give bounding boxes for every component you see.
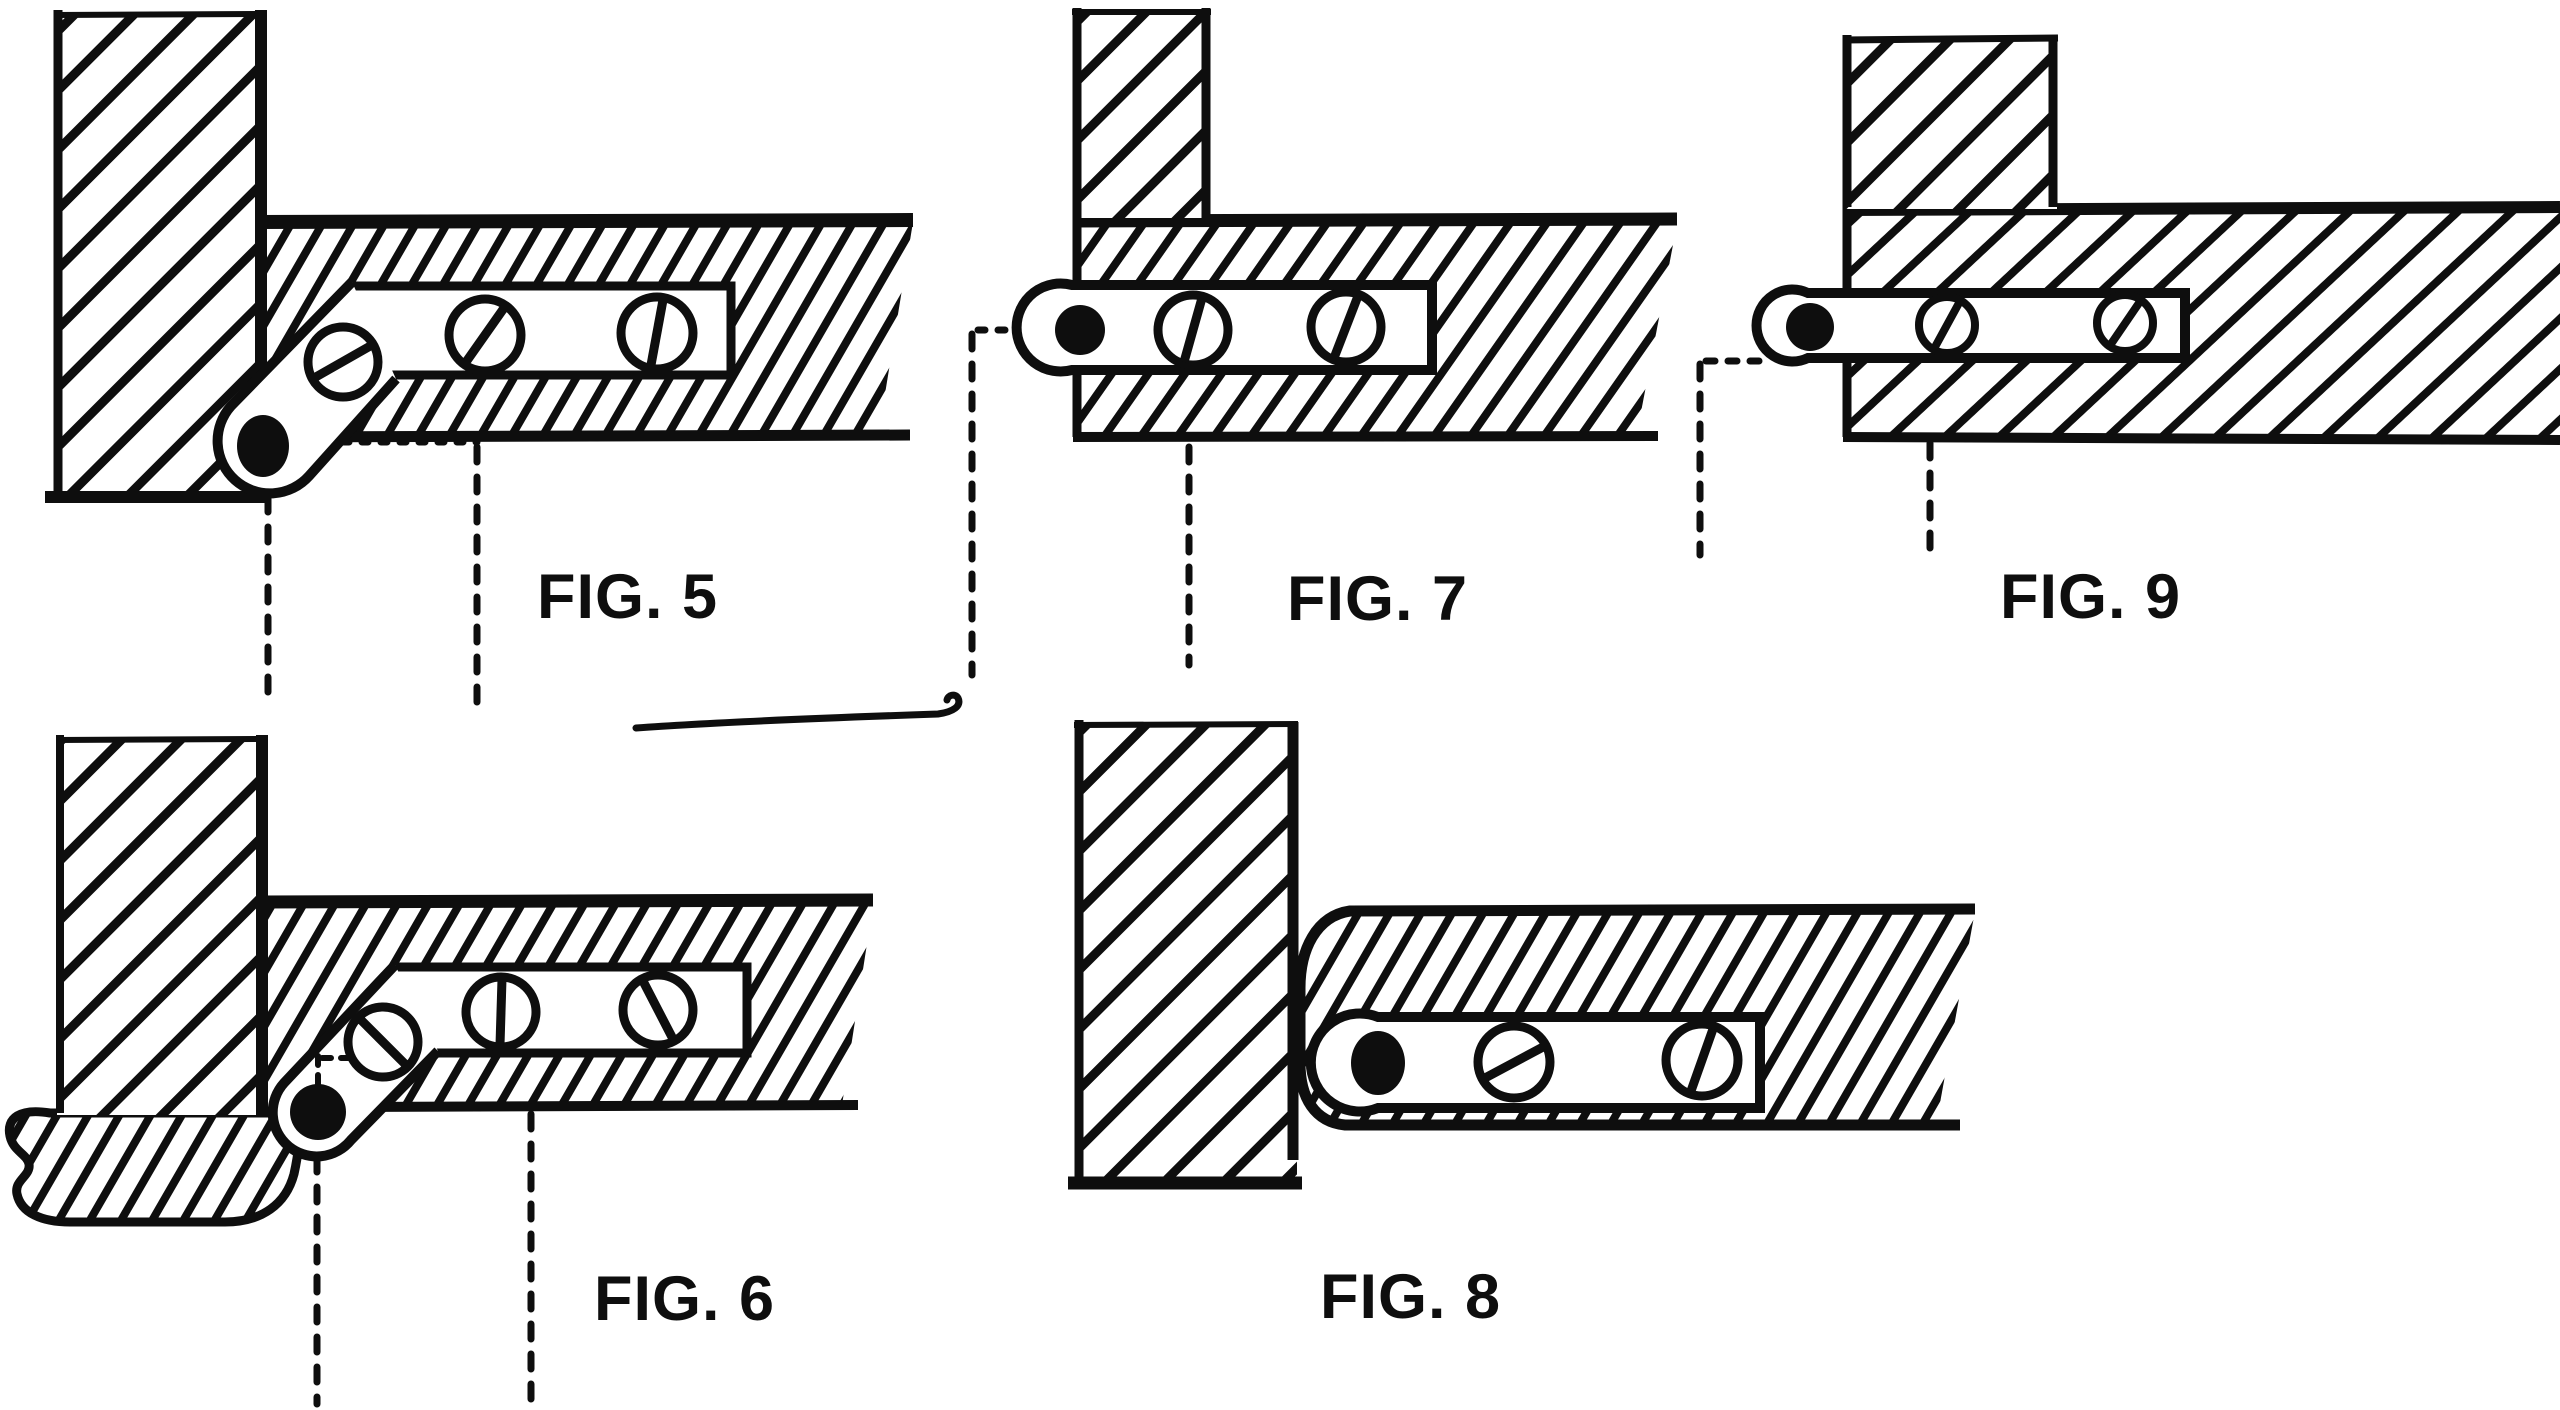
fig7-caption: FIG. 7 (1287, 564, 1468, 634)
fig5-plate-screw-icon (616, 292, 698, 374)
figure-8-drawing: FIG. 8 (1068, 720, 1976, 1332)
fig8-caption: FIG. 8 (1320, 1262, 1501, 1332)
fig5-arm-screw-icon (303, 322, 383, 402)
center-leader-lines (632, 326, 1024, 732)
fig6-plate-screw-icon (618, 970, 698, 1050)
figure-5-drawing: FIG. 5 (45, 10, 914, 710)
fig7-beam-bottom-edge (1072, 431, 1659, 442)
fig5-post-top-edge (53, 11, 263, 18)
fig9-hinge-pin (1786, 303, 1834, 351)
fig9-post-top-edge (1842, 34, 2059, 44)
fig8-beam-outline (1294, 903, 1976, 1131)
fig7-post-hatch (1073, 10, 1210, 218)
fig5-leader-lines (264, 438, 481, 710)
break-line (632, 691, 963, 732)
fig5-hinge-pin (237, 415, 289, 477)
fig5-beam-bottom-edge (262, 429, 911, 443)
fig7-plate-screw-icon (1306, 287, 1386, 367)
fig6-post-top-edge (55, 736, 267, 743)
fig9-leader-lines (1696, 357, 1934, 559)
fig9-post-cross-section (1842, 34, 2059, 209)
fig6-arm-screw-icon (343, 1002, 423, 1082)
fig6-beam-top-edge (261, 893, 874, 909)
fig8-post-top-edge (1073, 721, 1299, 728)
figure-6-drawing: FIG. 6 (4, 735, 874, 1408)
fig9-beam-top-edge (1842, 201, 2560, 216)
fig5-caption: FIG. 5 (537, 562, 718, 632)
fig9-plate-screw-icon (1915, 293, 1979, 357)
fig5-beam-top-edge (255, 213, 914, 229)
fig9-beam-bottom-edge (1842, 432, 2560, 445)
fig5-plate-screw-icon (444, 294, 526, 376)
fig6-post-cross-section (55, 735, 268, 1115)
fig6-leader-lines (313, 1053, 535, 1408)
figure-9-drawing: FIG. 9 (1696, 34, 2560, 632)
fig6-beam-bottom-edge (344, 1100, 859, 1112)
fig6-plate-screw-icon (461, 972, 541, 1052)
fig8-hinge-pin (1351, 1031, 1405, 1095)
fig7-beam-top-edge (1072, 212, 1678, 228)
fig8-plate-screw-icon (1473, 1021, 1555, 1103)
fig7-hinge-pin (1055, 305, 1105, 355)
fig6-post-foot-moulding (4, 1107, 305, 1227)
fig6-post-hatch (57, 737, 265, 1115)
figure-7-drawing: FIG. 7 (1011, 8, 1678, 669)
fig8-post-cross-section (1068, 720, 1302, 1190)
fig9-post-hatch (1843, 37, 2057, 209)
fig9-plate-screw-icon (2093, 291, 2157, 355)
fig6-caption: FIG. 6 (594, 1264, 775, 1334)
fig7-post-cross-section (1072, 8, 1211, 218)
fig8-post-hatch (1075, 722, 1297, 1184)
fig9-caption: FIG. 9 (2000, 562, 2181, 632)
fig8-plate-screw-icon (1661, 1019, 1743, 1101)
fig6-hinge-pin (290, 1084, 346, 1140)
fig7-plate-screw-icon (1153, 290, 1233, 370)
